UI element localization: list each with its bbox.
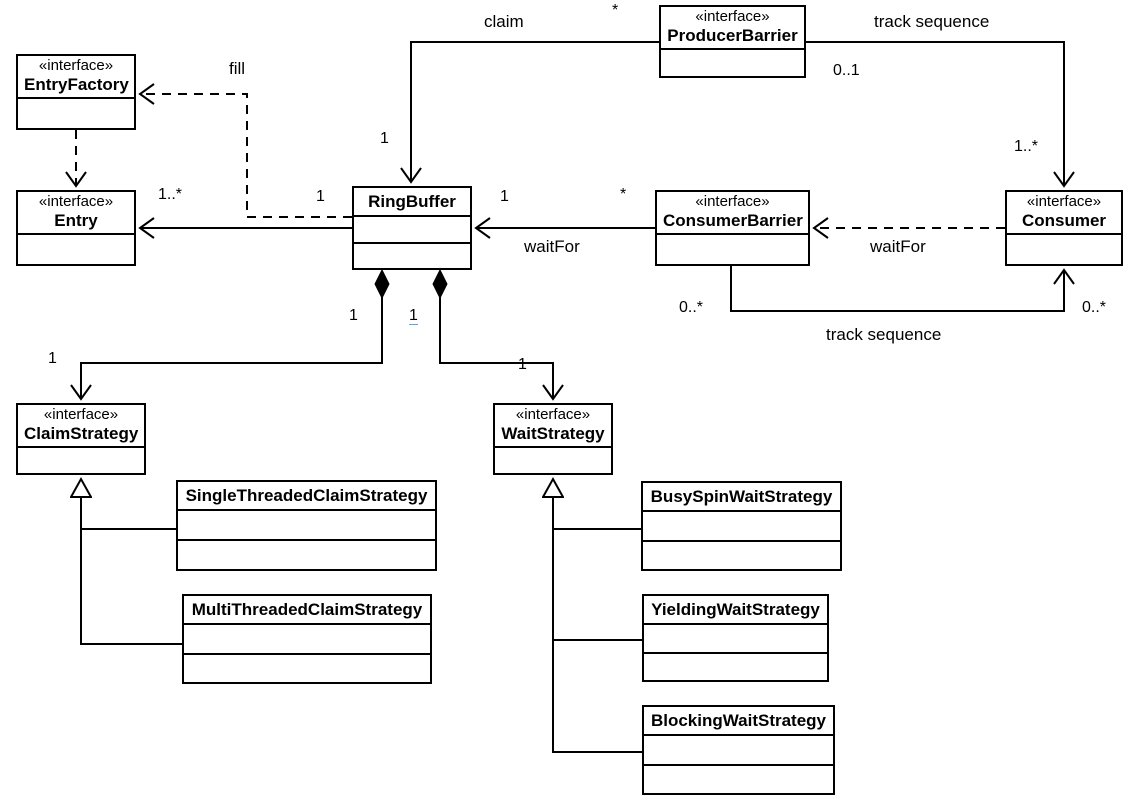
class-attributes-compartment	[1007, 235, 1121, 264]
class-attributes-compartment	[644, 625, 827, 654]
edge-label-waitfor-right: waitFor	[870, 237, 926, 256]
class-header-waitstrategy: «interface» WaitStrategy	[495, 405, 611, 448]
stereotype-label: «interface»	[515, 406, 591, 423]
class-operations-compartment	[644, 654, 827, 680]
class-header-yieldingwaitstrategy: YieldingWaitStrategy	[644, 596, 827, 626]
edge-label-waitfor-left: waitFor	[524, 237, 580, 256]
class-attributes-compartment	[354, 217, 470, 244]
class-box-ringbuffer[interactable]: RingBuffer	[352, 186, 472, 270]
class-header-claimstrategy: «interface» ClaimStrategy	[18, 405, 144, 448]
stereotype-label: «interface»	[695, 8, 770, 25]
class-attributes-compartment	[644, 736, 833, 766]
class-attributes-compartment	[184, 625, 430, 655]
class-name-label: EntryFactory	[24, 74, 129, 94]
class-name-label: YieldingWaitStrategy	[651, 600, 820, 619]
class-name-label: ProducerBarrier	[667, 25, 798, 45]
class-attributes-compartment	[657, 235, 808, 264]
multiplicity-consumerbarrier-track: 0..*	[679, 299, 704, 316]
edge-ringbuffer-has-entry	[138, 217, 382, 239]
class-name-label: Consumer	[1021, 210, 1107, 230]
class-name-label: MultiThreadedClaimStrategy	[191, 600, 423, 619]
class-name-label: BlockingWaitStrategy	[650, 711, 827, 730]
class-name-label: ClaimStrategy	[24, 423, 139, 443]
class-box-producerbarrier[interactable]: «interface» ProducerBarrier	[659, 5, 806, 78]
class-attributes-compartment	[495, 448, 611, 473]
multiplicity-producerbarrier-consumer: 0..1	[833, 62, 860, 79]
class-header-entryfactory: «interface» EntryFactory	[18, 56, 134, 99]
multiplicity-entry-ringbuffer-source: 1	[316, 188, 325, 205]
class-attributes-compartment	[18, 99, 134, 128]
edge-label-track-sequence-bottom: track sequence	[826, 325, 942, 344]
class-box-claimstrategy[interactable]: «interface» ClaimStrategy	[16, 403, 146, 475]
stereotype-label: «interface»	[38, 57, 114, 74]
stereotype-label: «interface»	[38, 193, 114, 210]
class-header-singlethreadedclaimstrategy: SingleThreadedClaimStrategy	[178, 482, 435, 512]
multiplicity-ringbuffer-claim: 1	[380, 130, 389, 147]
multiplicity-claimstrategy-target: 1	[48, 350, 57, 367]
edge-label-track-sequence-top: track sequence	[874, 12, 990, 31]
multiplicity-waitstrategy-target: 1	[518, 356, 527, 373]
edge-claimstrategy-generalization-tree	[81, 479, 182, 645]
class-header-blockingwaitstrategy: BlockingWaitStrategy	[644, 707, 833, 737]
class-header-consumer: «interface» Consumer	[1007, 192, 1121, 235]
class-name-label: BusySpinWaitStrategy	[650, 487, 833, 506]
class-box-consumer[interactable]: «interface» Consumer	[1005, 190, 1123, 266]
class-attributes-compartment	[661, 50, 804, 76]
edge-label-fill: fill	[229, 59, 246, 78]
class-header-entry: «interface» Entry	[18, 192, 134, 235]
class-box-singlethreadedclaimstrategy[interactable]: SingleThreadedClaimStrategy	[176, 480, 437, 571]
class-box-consumerbarrier[interactable]: «interface» ConsumerBarrier	[655, 190, 810, 266]
multiplicity-consumer-target: 1..*	[1014, 138, 1039, 155]
stereotype-label: «interface»	[1026, 193, 1102, 210]
edge-waitstrategy-generalization-tree	[553, 479, 642, 753]
edge-ringbuffer-has-waitstrategy	[432, 268, 564, 401]
stereotype-label: «interface»	[43, 406, 119, 423]
class-box-blockingwaitstrategy[interactable]: BlockingWaitStrategy	[642, 705, 835, 795]
multiplicity-producerbarrier-source: *	[612, 2, 619, 19]
edge-consumerbarrier-tracks-consumer	[730, 266, 1075, 312]
class-operations-compartment	[354, 244, 470, 268]
class-header-producerbarrier: «interface» ProducerBarrier	[661, 7, 804, 50]
edge-ringbuffer-has-claimstrategy	[70, 268, 390, 401]
multiplicity-entry-target: 1..*	[158, 186, 183, 203]
class-box-waitstrategy[interactable]: «interface» WaitStrategy	[493, 403, 613, 475]
class-header-busyspinwaitstrategy: BusySpinWaitStrategy	[643, 483, 840, 513]
class-name-label: SingleThreadedClaimStrategy	[185, 486, 428, 505]
stereotype-label: «interface»	[695, 193, 770, 210]
class-operations-compartment	[178, 541, 435, 569]
class-name-label: RingBuffer	[368, 192, 456, 211]
multiplicity-consumer-track: 0..*	[1082, 299, 1107, 316]
multiplicity-ringbuffer-consumerbarrier: 1	[500, 188, 509, 205]
class-name-label: ConsumerBarrier	[663, 210, 803, 230]
class-header-multithreadedclaimstrategy: MultiThreadedClaimStrategy	[184, 596, 430, 626]
multiplicity-consumerbarrier-source: *	[620, 186, 627, 203]
class-box-yieldingwaitstrategy[interactable]: YieldingWaitStrategy	[642, 594, 829, 682]
class-attributes-compartment	[178, 511, 435, 542]
multiplicity-waitstrategy-assoc: 1	[409, 307, 418, 325]
class-box-busyspinwaitstrategy[interactable]: BusySpinWaitStrategy	[641, 481, 842, 571]
class-attributes-compartment	[18, 235, 134, 264]
class-attributes-compartment	[18, 448, 144, 473]
class-box-multithreadedclaimstrategy[interactable]: MultiThreadedClaimStrategy	[182, 594, 432, 684]
class-operations-compartment	[184, 655, 430, 682]
class-header-consumerbarrier: «interface» ConsumerBarrier	[657, 192, 808, 235]
class-box-entryfactory[interactable]: «interface» EntryFactory	[16, 54, 136, 130]
class-box-entry[interactable]: «interface» Entry	[16, 190, 136, 266]
edge-label-claim: claim	[484, 12, 524, 31]
class-name-label: WaitStrategy	[501, 423, 605, 443]
class-operations-compartment	[643, 542, 840, 569]
class-attributes-compartment	[643, 512, 840, 542]
class-name-label: Entry	[54, 210, 98, 230]
class-header-ringbuffer: RingBuffer	[354, 188, 470, 218]
edge-producerbarrier-claims-ringbuffer	[400, 41, 659, 184]
multiplicity-claimstrategy-assoc: 1	[349, 307, 358, 324]
class-operations-compartment	[644, 766, 833, 793]
